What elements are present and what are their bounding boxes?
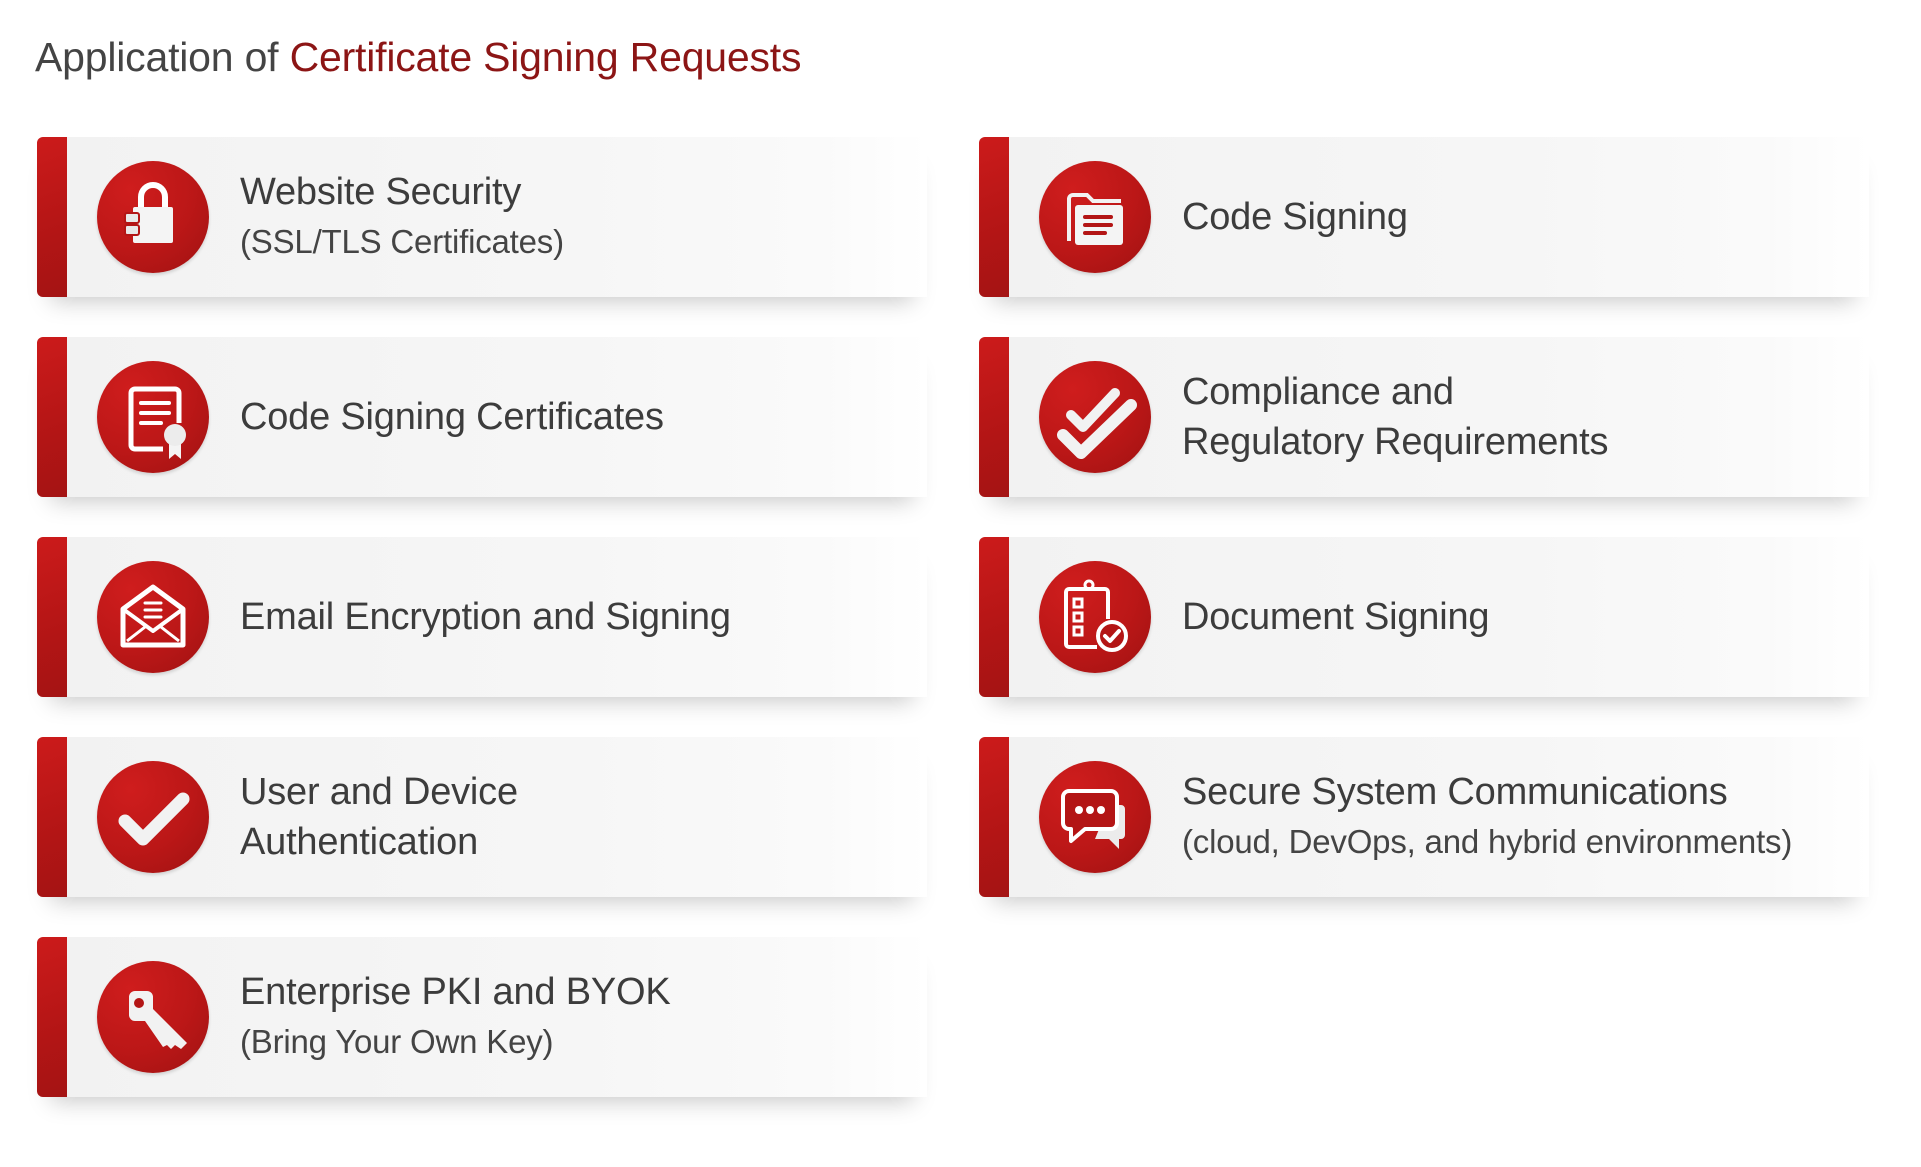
card-text: User and Device Authentication [240,737,917,897]
card-code-signing-certificates: Code Signing Certificates [37,337,927,497]
card-accent-bar [979,137,1009,297]
card-title: Email Encryption and Signing [240,596,731,638]
card-title: Document Signing [1182,596,1490,638]
card-title-line-2: Regulatory Requirements [1182,421,1609,463]
card-title: Enterprise PKI and BYOK [240,971,671,1013]
card-title: Code Signing Certificates [240,396,664,438]
card-text: Compliance and Regulatory Requirements [1182,337,1859,497]
card-secure-system-communications: Secure System Communications (cloud, Dev… [979,737,1869,897]
card-text: Code Signing [1182,137,1859,297]
card-title-line-2: Authentication [240,821,479,863]
card-subtitle: (cloud, DevOps, and hybrid environments) [1182,823,1793,860]
card-email-encryption: Email Encryption and Signing [37,537,927,697]
title-prefix: Application of [35,34,290,80]
card-user-device-authentication: User and Device Authentication [37,737,927,897]
key-icon [97,961,209,1073]
page-title: Application of Certificate Signing Reque… [35,34,801,81]
double-checkmark-icon [1039,361,1151,473]
card-text: Email Encryption and Signing [240,537,917,697]
card-enterprise-pki: Enterprise PKI and BYOK (Bring Your Own … [37,937,927,1097]
certificate-icon [97,361,209,473]
card-title: Secure System Communications [1182,771,1728,813]
card-text: Enterprise PKI and BYOK (Bring Your Own … [240,937,917,1097]
card-text: Document Signing [1182,537,1859,697]
card-accent-bar [979,337,1009,497]
card-subtitle: (SSL/TLS Certificates) [240,223,564,260]
envelope-open-icon [97,561,209,673]
clipboard-check-icon [1039,561,1151,673]
card-title: Code Signing [1182,196,1408,238]
card-text: Secure System Communications (cloud, Dev… [1182,737,1859,897]
card-text: Code Signing Certificates [240,337,917,497]
card-accent-bar [37,137,67,297]
checkmark-icon [97,761,209,873]
padlock-icon [97,161,209,273]
card-accent-bar [37,937,67,1097]
card-website-security: Website Security (SSL/TLS Certificates) [37,137,927,297]
title-accent: Certificate Signing Requests [289,34,802,80]
card-accent-bar [979,537,1009,697]
card-accent-bar [37,537,67,697]
card-title-line-1: Compliance and [1182,371,1454,413]
chat-bubbles-icon [1039,761,1151,873]
card-text: Website Security (SSL/TLS Certificates) [240,137,917,297]
folder-document-icon [1039,161,1151,273]
card-compliance: Compliance and Regulatory Requirements [979,337,1869,497]
card-code-signing: Code Signing [979,137,1869,297]
card-accent-bar [37,737,67,897]
card-document-signing: Document Signing [979,537,1869,697]
card-subtitle: (Bring Your Own Key) [240,1023,554,1060]
card-accent-bar [37,337,67,497]
card-title-line-1: User and Device [240,771,518,813]
card-accent-bar [979,737,1009,897]
card-title: Website Security [240,171,522,213]
